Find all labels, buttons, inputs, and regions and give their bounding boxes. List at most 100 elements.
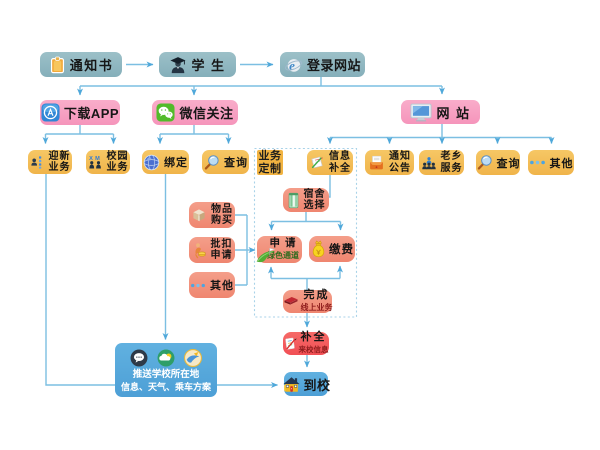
node-login-site: e 登录网站 bbox=[280, 52, 365, 77]
node-web-query-label: 查询 bbox=[496, 157, 521, 170]
people-group-icon bbox=[421, 156, 436, 169]
node-arrive-school-label: 到校 bbox=[303, 377, 331, 393]
label-line1: 迎新 bbox=[48, 150, 71, 162]
connector-finish-merge bbox=[271, 277, 340, 290]
node-complete-arrival-label: 补全 来校信息 bbox=[299, 331, 329, 355]
svg-text:e: e bbox=[289, 58, 295, 73]
node-wechat-follow: 微信关注 bbox=[152, 100, 238, 125]
connector-dorm-fanbus bbox=[271, 212, 341, 223]
node-green-channel: 申 请 绿色通道 bbox=[256, 236, 302, 263]
label-line2: 线上业务 bbox=[300, 302, 333, 312]
label-line1: 物品 bbox=[211, 203, 233, 215]
node-push-info: 推送学校所在地 信息、天气、乘车方案 bbox=[115, 343, 217, 397]
label-line2: 绿色通道 bbox=[267, 250, 299, 260]
label-line2: 业务 bbox=[106, 162, 129, 173]
node-dorm-select-label: 宿舍选择 bbox=[304, 189, 326, 212]
locker-icon bbox=[288, 192, 298, 208]
node-app-other: 其他 bbox=[189, 272, 235, 298]
node-push-info-line1: 推送学校所在地 bbox=[132, 369, 200, 380]
campus-people-icon: X M bbox=[89, 156, 101, 169]
svg-text:X: X bbox=[89, 156, 93, 162]
connector-login-bus bbox=[80, 77, 442, 87]
package-box-icon bbox=[193, 209, 205, 222]
connector-sidemenu-trunk bbox=[235, 214, 248, 286]
node-wechat-follow-label: 微信关注 bbox=[179, 106, 234, 121]
node-notice-label: 通知书 bbox=[69, 58, 114, 73]
label-line2: 选择 bbox=[303, 200, 326, 211]
label-line2: 申请 bbox=[210, 250, 233, 261]
node-complete-arrival: 补全 来校信息 bbox=[283, 331, 329, 355]
node-web-other: 其他 bbox=[528, 150, 574, 175]
label-line1: 补全 bbox=[300, 331, 327, 343]
label-line2: 服务 bbox=[440, 162, 463, 174]
label-line2: 公告 bbox=[389, 162, 411, 174]
globe-icon bbox=[143, 154, 160, 170]
welcome-people-icon bbox=[30, 156, 41, 169]
business-custom-label: 业务 定制 bbox=[257, 150, 283, 175]
node-finish-online: 完成 线上业务 bbox=[283, 289, 333, 313]
label-line2: 购买 bbox=[211, 215, 233, 226]
node-web-query: 查询 bbox=[476, 150, 520, 175]
node-web-other-label: 其他 bbox=[549, 157, 574, 170]
green-channel-leaf-icon bbox=[256, 247, 276, 263]
label-line1: 校园 bbox=[106, 150, 129, 162]
weather-icon bbox=[157, 349, 175, 367]
node-website-label: 网 站 bbox=[436, 105, 471, 121]
node-wechat-query: 查询 bbox=[202, 150, 249, 174]
label-line1: 完成 bbox=[303, 289, 330, 301]
connector-website-fanbus bbox=[330, 124, 552, 139]
node-campus-biz: X M 校园业务 bbox=[86, 150, 130, 174]
connector-app-fanbus bbox=[45, 125, 114, 135]
node-student: 学 生 bbox=[159, 52, 236, 77]
person-coins-icon bbox=[194, 242, 206, 258]
node-download-app: 下载APP bbox=[40, 100, 120, 125]
node-app-other-label: 其他 bbox=[210, 280, 234, 292]
label-line2: 定制 bbox=[258, 162, 282, 175]
ie-browser-icon: e bbox=[285, 58, 302, 73]
label-line1: 申 请 bbox=[269, 237, 297, 249]
node-dorm-select: 宿舍选择 bbox=[283, 188, 329, 212]
notice-letter-icon bbox=[50, 56, 64, 73]
node-goods-purchase: 物品购买 bbox=[189, 202, 235, 228]
node-batch-deduction: 批扣申请 bbox=[189, 237, 235, 263]
node-bind-label: 绑定 bbox=[164, 157, 188, 169]
node-green-channel-label: 申 请 绿色通道 bbox=[267, 237, 299, 261]
node-welcome-biz-label: 迎新业务 bbox=[49, 151, 71, 174]
node-pay-fee: 缴费 bbox=[309, 236, 355, 262]
money-bag-icon bbox=[312, 240, 325, 258]
label-line1: 信息 bbox=[329, 151, 351, 162]
checklist-pen-icon bbox=[284, 337, 296, 349]
node-arrive-school: 到校 bbox=[282, 372, 331, 396]
node-pay-fee-label: 缴费 bbox=[329, 244, 354, 256]
label-line1: 业务 bbox=[258, 150, 282, 162]
label-line1: 老乡 bbox=[440, 151, 463, 162]
node-info-complete: 信息补全 bbox=[307, 150, 353, 175]
node-hometown-service-label: 老乡服务 bbox=[441, 151, 463, 174]
node-student-label: 学 生 bbox=[191, 58, 226, 73]
red-book-icon bbox=[283, 296, 298, 305]
node-download-app-label: 下载APP bbox=[63, 106, 120, 121]
student-icon bbox=[170, 56, 186, 73]
label-line1: 宿舍 bbox=[303, 188, 326, 200]
node-notice-announce-label: 通知公告 bbox=[389, 151, 411, 174]
node-notice-announce: 通知公告 bbox=[365, 150, 414, 175]
node-bind: 绑定 bbox=[142, 150, 189, 174]
node-welcome-biz: 迎新业务 bbox=[28, 150, 72, 174]
node-finish-online-label: 完成 线上业务 bbox=[300, 289, 333, 313]
paper-pen-icon bbox=[311, 156, 323, 168]
magnifier-icon bbox=[204, 154, 219, 170]
node-notice: 通知书 bbox=[40, 52, 122, 77]
ellipsis-dots-icon bbox=[529, 160, 545, 165]
ellipsis-dots-icon bbox=[191, 283, 205, 287]
monitor-icon bbox=[410, 103, 432, 121]
appstore-icon bbox=[41, 103, 60, 122]
house-icon bbox=[282, 376, 300, 392]
chat-bubble-icon bbox=[130, 349, 148, 367]
business-custom-dashed-frame bbox=[253, 147, 358, 318]
node-website: 网 站 bbox=[401, 100, 480, 124]
node-campus-biz-label: 校园业务 bbox=[107, 151, 129, 174]
label-line1: 批扣 bbox=[210, 238, 233, 250]
node-login-site-label: 登录网站 bbox=[306, 58, 361, 73]
node-batch-deduction-label: 批扣申请 bbox=[211, 239, 233, 262]
